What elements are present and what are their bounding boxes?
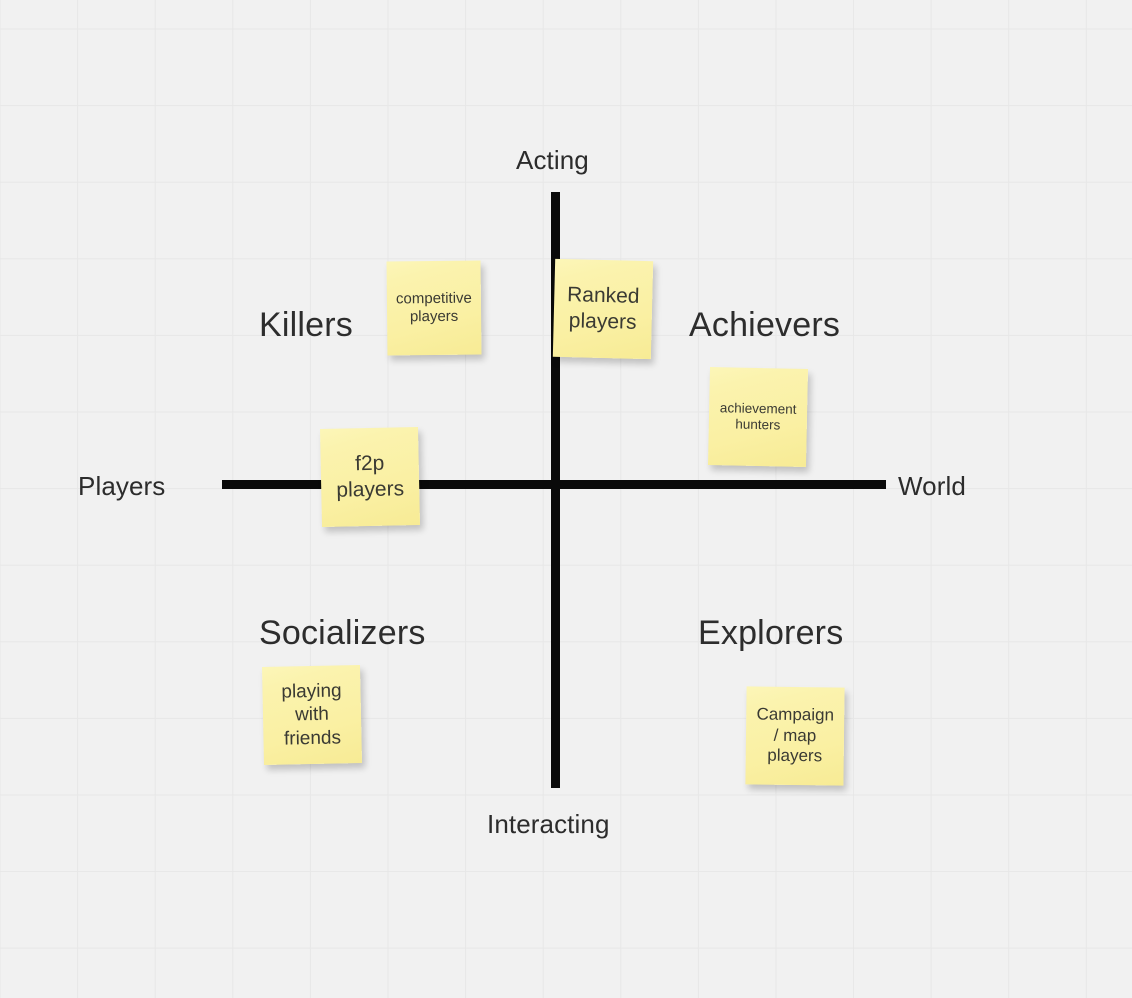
quadrant-label-killers: Killers <box>259 306 353 344</box>
sticky-note-achievement-hunters[interactable]: achievement hunters <box>707 366 809 468</box>
vertical-axis-line <box>551 192 560 788</box>
axis-label-acting: Acting <box>516 145 589 175</box>
axis-label-interacting: Interacting <box>487 809 610 839</box>
axis-label-players: Players <box>78 471 166 501</box>
horizontal-axis-line <box>222 480 886 489</box>
sticky-note-competitive-players[interactable]: competitive players <box>386 260 482 356</box>
quadrant-label-socializers: Socializers <box>259 614 426 652</box>
sticky-note-campaign-map-players[interactable]: Campaign / map players <box>745 686 845 786</box>
sticky-note-playing-with-friends[interactable]: playing with friends <box>261 664 363 766</box>
sticky-note-ranked-players[interactable]: Ranked players <box>552 258 654 360</box>
sticky-note-f2p-players[interactable]: f2p players <box>319 426 421 528</box>
axis-label-world: World <box>898 471 966 501</box>
quadrant-label-achievers: Achievers <box>689 306 841 344</box>
quadrant-label-explorers: Explorers <box>698 614 844 652</box>
